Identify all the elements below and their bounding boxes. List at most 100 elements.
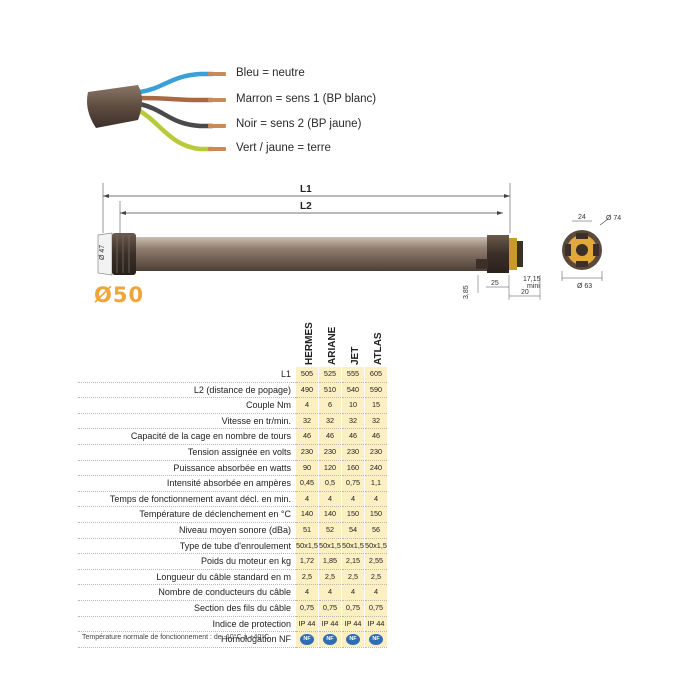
row-label: Longueur du câble standard en m xyxy=(78,569,296,586)
table-cell: 230 xyxy=(296,444,319,461)
cable-illustration xyxy=(87,71,226,152)
wire-blue xyxy=(137,71,215,95)
column-header-hermes: HERMES xyxy=(304,322,315,365)
table-cell: 490 xyxy=(296,382,319,399)
table-cell: 15 xyxy=(364,397,387,414)
table-cell: 1,1 xyxy=(364,475,387,492)
l1-label: L1 xyxy=(300,184,312,195)
table-cell: 32 xyxy=(296,413,319,430)
table-cell: 140 xyxy=(318,506,342,523)
table-cell: 0,75 xyxy=(364,600,387,617)
table-cell: 240 xyxy=(364,460,387,477)
row-label: Tension assignée en volts xyxy=(78,444,296,461)
motor-dimension-drawing: L1 L2 Ø 47 3,85 25 20 17,15 mini 24 Ø 74… xyxy=(97,183,621,300)
table-cell: 50x1,5 xyxy=(296,538,319,555)
table-cell: 4 xyxy=(318,491,342,508)
wire-label-brown: Marron = sens 1 (BP blanc) xyxy=(236,93,377,105)
table-row: Temps de fonctionnement avant décl. en m… xyxy=(78,491,387,508)
row-label: Indice de protection xyxy=(78,616,296,633)
table-cell: 0,5 xyxy=(318,475,342,492)
table-cell: 2,5 xyxy=(318,569,342,586)
motor-head xyxy=(487,235,509,273)
row-label: L2 (distance de popage) xyxy=(78,382,296,399)
d24-label: 24 xyxy=(578,214,586,221)
table-cell: 2,55 xyxy=(364,553,387,570)
row-label: Nombre de conducteurs du câble xyxy=(78,584,296,601)
table-cell: 90 xyxy=(296,460,319,477)
table-cell: 0,75 xyxy=(318,600,342,617)
copper-tips xyxy=(208,72,226,151)
table-cell: 230 xyxy=(341,444,365,461)
table-cell: 32 xyxy=(341,413,365,430)
table-cell: 160 xyxy=(341,460,365,477)
table-cell: 4 xyxy=(296,397,319,414)
row-label: Section des fils du câble xyxy=(78,600,296,617)
column-header-ariane: ARIANE xyxy=(327,326,338,365)
row-label: Type de tube d'enroulement xyxy=(78,538,296,555)
table-cell: 505 xyxy=(296,367,319,383)
table-cell: 1,85 xyxy=(318,553,342,570)
table-cell: 46 xyxy=(318,428,342,445)
row-label: Température de déclenchement en °C xyxy=(78,506,296,523)
table-cell: 4 xyxy=(341,491,365,508)
row-label: Homologation NF xyxy=(78,631,296,648)
table-cell: 590 xyxy=(364,382,387,399)
table-cell: 2,5 xyxy=(296,569,319,586)
table-cell: 4 xyxy=(341,584,365,601)
row-label: Niveau moyen sonore (dBa) xyxy=(78,522,296,539)
table-cell: 6 xyxy=(318,397,342,414)
table-cell: 46 xyxy=(341,428,365,445)
table-cell: 4 xyxy=(364,491,387,508)
operating-temperature-note: Température normale de fonctionnement : … xyxy=(82,634,270,641)
row-label: Poids du moteur en kg xyxy=(78,553,296,570)
table-cell: IP 44 xyxy=(296,616,319,633)
table-cell: 0,45 xyxy=(296,475,319,492)
table-cell: 230 xyxy=(364,444,387,461)
table-cell: IP 44 xyxy=(341,616,365,633)
table-cell: 54 xyxy=(341,522,365,539)
table-cell: 50x1,5 xyxy=(364,538,387,555)
table-cell: 4 xyxy=(296,491,319,508)
mini-label: mini xyxy=(527,283,540,290)
table-cell: 2,15 xyxy=(341,553,365,570)
table-cell: 150 xyxy=(341,506,365,523)
diameter-title: Ø50 xyxy=(94,283,145,307)
d385-label: 3,85 xyxy=(463,285,470,299)
table-cell: 4 xyxy=(318,584,342,601)
column-header-jet: JET xyxy=(350,346,361,365)
cable-sheath xyxy=(87,85,142,128)
table-cell: 2,5 xyxy=(364,569,387,586)
column-header-atlas: ATLAS xyxy=(373,332,384,365)
wire-black xyxy=(137,101,215,129)
table-cell: 4 xyxy=(364,584,387,601)
table-cell: 120 xyxy=(318,460,342,477)
table-cell: 0,75 xyxy=(341,475,365,492)
table-cell: 230 xyxy=(318,444,342,461)
wire-label-black: Noir = sens 2 (BP jaune) xyxy=(236,118,362,130)
nf-badge-icon: NF xyxy=(341,631,365,648)
nf-badge-icon: NF xyxy=(296,631,319,648)
table-cell: 1,72 xyxy=(296,553,319,570)
row-label: Puissance absorbée en watts xyxy=(78,460,296,477)
table-cell: IP 44 xyxy=(364,616,387,633)
table-cell: 46 xyxy=(296,428,319,445)
table-cell: 0,75 xyxy=(296,600,319,617)
table-cell: 32 xyxy=(318,413,342,430)
table-cell: 150 xyxy=(364,506,387,523)
table-cell: 140 xyxy=(296,506,319,523)
nf-badge-icon: NF xyxy=(364,631,387,648)
